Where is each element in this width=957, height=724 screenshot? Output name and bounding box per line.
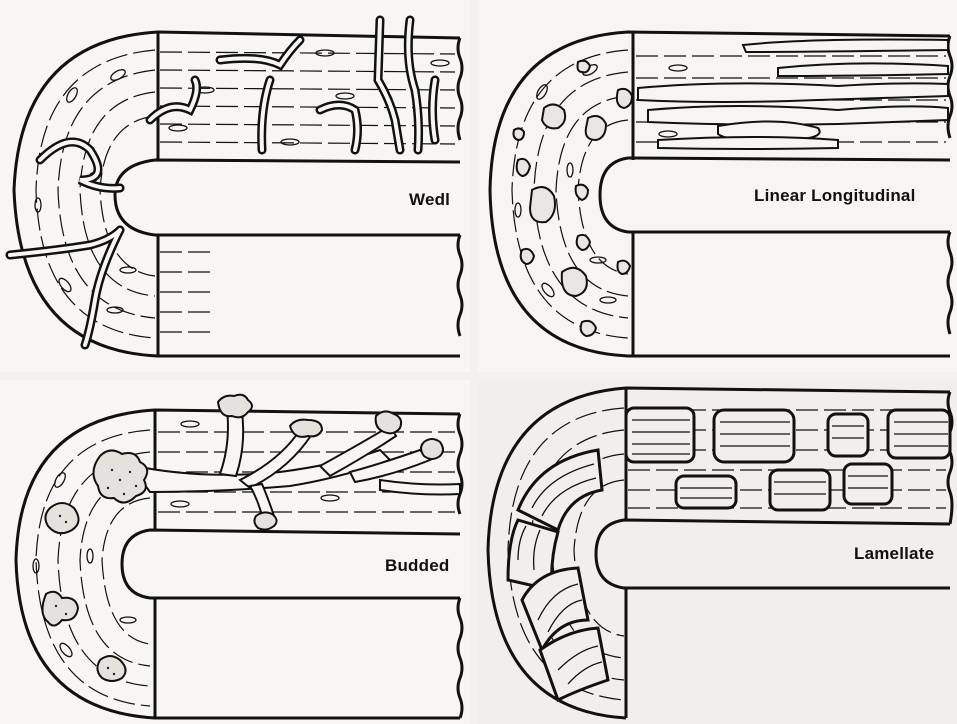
budded-label: Budded (385, 556, 449, 576)
panel-linear-longitudinal: Linear Longitudinal (478, 0, 957, 372)
budded-diagram (0, 380, 470, 724)
wedl-diagram (0, 0, 470, 372)
wedl-label: Wedl (409, 190, 450, 210)
outer-wall (14, 32, 460, 356)
panel-wedl: Wedl (0, 0, 470, 372)
panel-lamellate: Lamellate (478, 380, 957, 724)
lamellate-label: Lamellate (854, 544, 934, 564)
linear-longitudinal-label: Linear Longitudinal (754, 186, 916, 206)
panel-budded: Budded (0, 380, 470, 724)
